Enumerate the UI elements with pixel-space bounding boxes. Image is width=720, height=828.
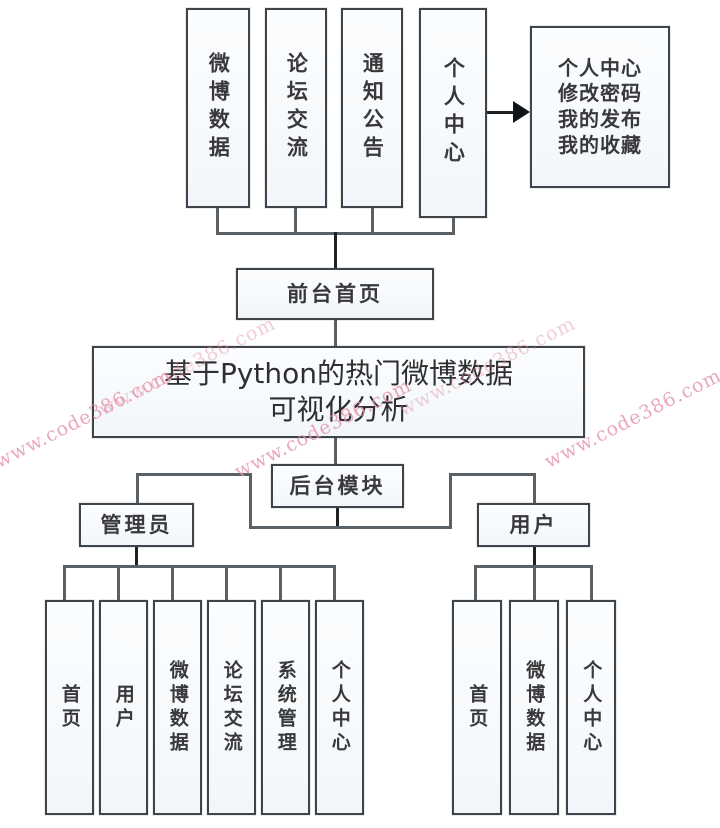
front-module-label: 微博数据 [206, 52, 231, 164]
front-module-box-weibo-data[interactable]: 微博数据 [186, 8, 250, 208]
role-label-administrator: 管理员 [100, 512, 173, 537]
connector-front-home-to-title [334, 318, 337, 348]
connector-stub-notice [371, 206, 374, 234]
connector-admin-child-stub-6 [333, 565, 336, 600]
connector-backend-to-user-run [449, 473, 535, 476]
user-child-label: 微博数据 [523, 659, 546, 756]
admin-child-label: 论坛交流 [220, 659, 243, 756]
admin-child-box-system-management[interactable]: 系统管理 [261, 600, 310, 815]
user-child-box-home[interactable]: 首页 [452, 600, 502, 815]
admin-child-box-weibo-data[interactable]: 微博数据 [153, 600, 202, 815]
detail-line-change-password: 修改密码 [558, 81, 642, 106]
admin-child-label: 首页 [58, 683, 81, 732]
admin-child-box-forum[interactable]: 论坛交流 [207, 600, 256, 815]
connector-backend-right-up-leg [449, 473, 452, 528]
admin-child-label: 系统管理 [274, 659, 297, 756]
personal-center-detail-panel[interactable]: 个人中心 修改密码 我的发布 我的收藏 [530, 26, 670, 188]
role-box-administrator[interactable]: 管理员 [79, 503, 194, 547]
role-box-user[interactable]: 用户 [477, 503, 590, 547]
admin-child-box-home[interactable]: 首页 [45, 600, 94, 815]
connector-backend-split-bus [249, 526, 452, 529]
connector-user-child-stub-2 [533, 565, 536, 600]
front-module-label: 通知公告 [360, 52, 385, 164]
user-child-box-weibo-data[interactable]: 微博数据 [509, 600, 559, 815]
connector-title-to-backend [334, 436, 337, 466]
connector-admin-down-stub [135, 545, 138, 567]
connector-stub-weibo-data [216, 206, 219, 234]
admin-child-label: 个人中心 [328, 659, 351, 756]
connector-admin-child-stub-4 [225, 565, 228, 600]
admin-child-label: 微博数据 [166, 659, 189, 756]
connector-stub-forum [294, 206, 297, 234]
front-module-box-forum[interactable]: 论坛交流 [265, 8, 327, 208]
front-module-label: 论坛交流 [284, 52, 309, 164]
connector-user-child-stub-3 [590, 565, 593, 600]
connector-admin-child-stub-3 [171, 565, 174, 600]
backend-module-box[interactable]: 后台模块 [271, 464, 404, 508]
front-module-box-notice[interactable]: 通知公告 [341, 8, 403, 208]
front-home-label: 前台首页 [287, 281, 383, 306]
connector-drop-to-user [533, 473, 536, 505]
admin-child-box-personal-center[interactable]: 个人中心 [315, 600, 364, 815]
connector-backend-left-up-leg [249, 473, 252, 528]
connector-backend-down-stub [336, 506, 339, 528]
connector-user-down-stub [533, 545, 536, 567]
arrow-head-personal-center-to-detail [513, 101, 530, 123]
system-title-line-1: 基于Python的热门微博数据 [163, 356, 514, 390]
user-child-box-personal-center[interactable]: 个人中心 [566, 600, 616, 815]
admin-child-label: 用户 [112, 683, 135, 732]
admin-child-box-users[interactable]: 用户 [99, 600, 148, 815]
system-title-box: 基于Python的热门微博数据 可视化分析 [92, 346, 585, 438]
connector-admin-child-stub-1 [63, 565, 66, 600]
role-label-user: 用户 [509, 512, 558, 537]
connector-bus-to-front-home [334, 232, 337, 270]
connector-admin-children-bus [63, 565, 335, 568]
front-module-label: 个人中心 [441, 57, 466, 169]
connector-drop-to-admin [136, 473, 139, 505]
connector-admin-child-stub-2 [117, 565, 120, 600]
arrow-shaft-personal-center-to-detail [487, 111, 517, 114]
front-module-box-personal-center[interactable]: 个人中心 [419, 8, 487, 218]
user-child-label: 个人中心 [580, 659, 603, 756]
user-child-label: 首页 [466, 683, 489, 732]
detail-line-my-favorites: 我的收藏 [558, 132, 642, 157]
detail-line-personal-center: 个人中心 [558, 55, 642, 80]
detail-line-my-posts: 我的发布 [558, 107, 642, 131]
backend-module-label: 后台模块 [289, 473, 386, 498]
front-home-box[interactable]: 前台首页 [236, 268, 434, 320]
connector-user-child-stub-1 [474, 565, 477, 600]
connector-admin-child-stub-5 [279, 565, 282, 600]
system-title-line-2: 可视化分析 [268, 393, 409, 426]
connector-backend-to-admin-run [136, 473, 252, 476]
connector-stub-personal-center [452, 216, 455, 234]
